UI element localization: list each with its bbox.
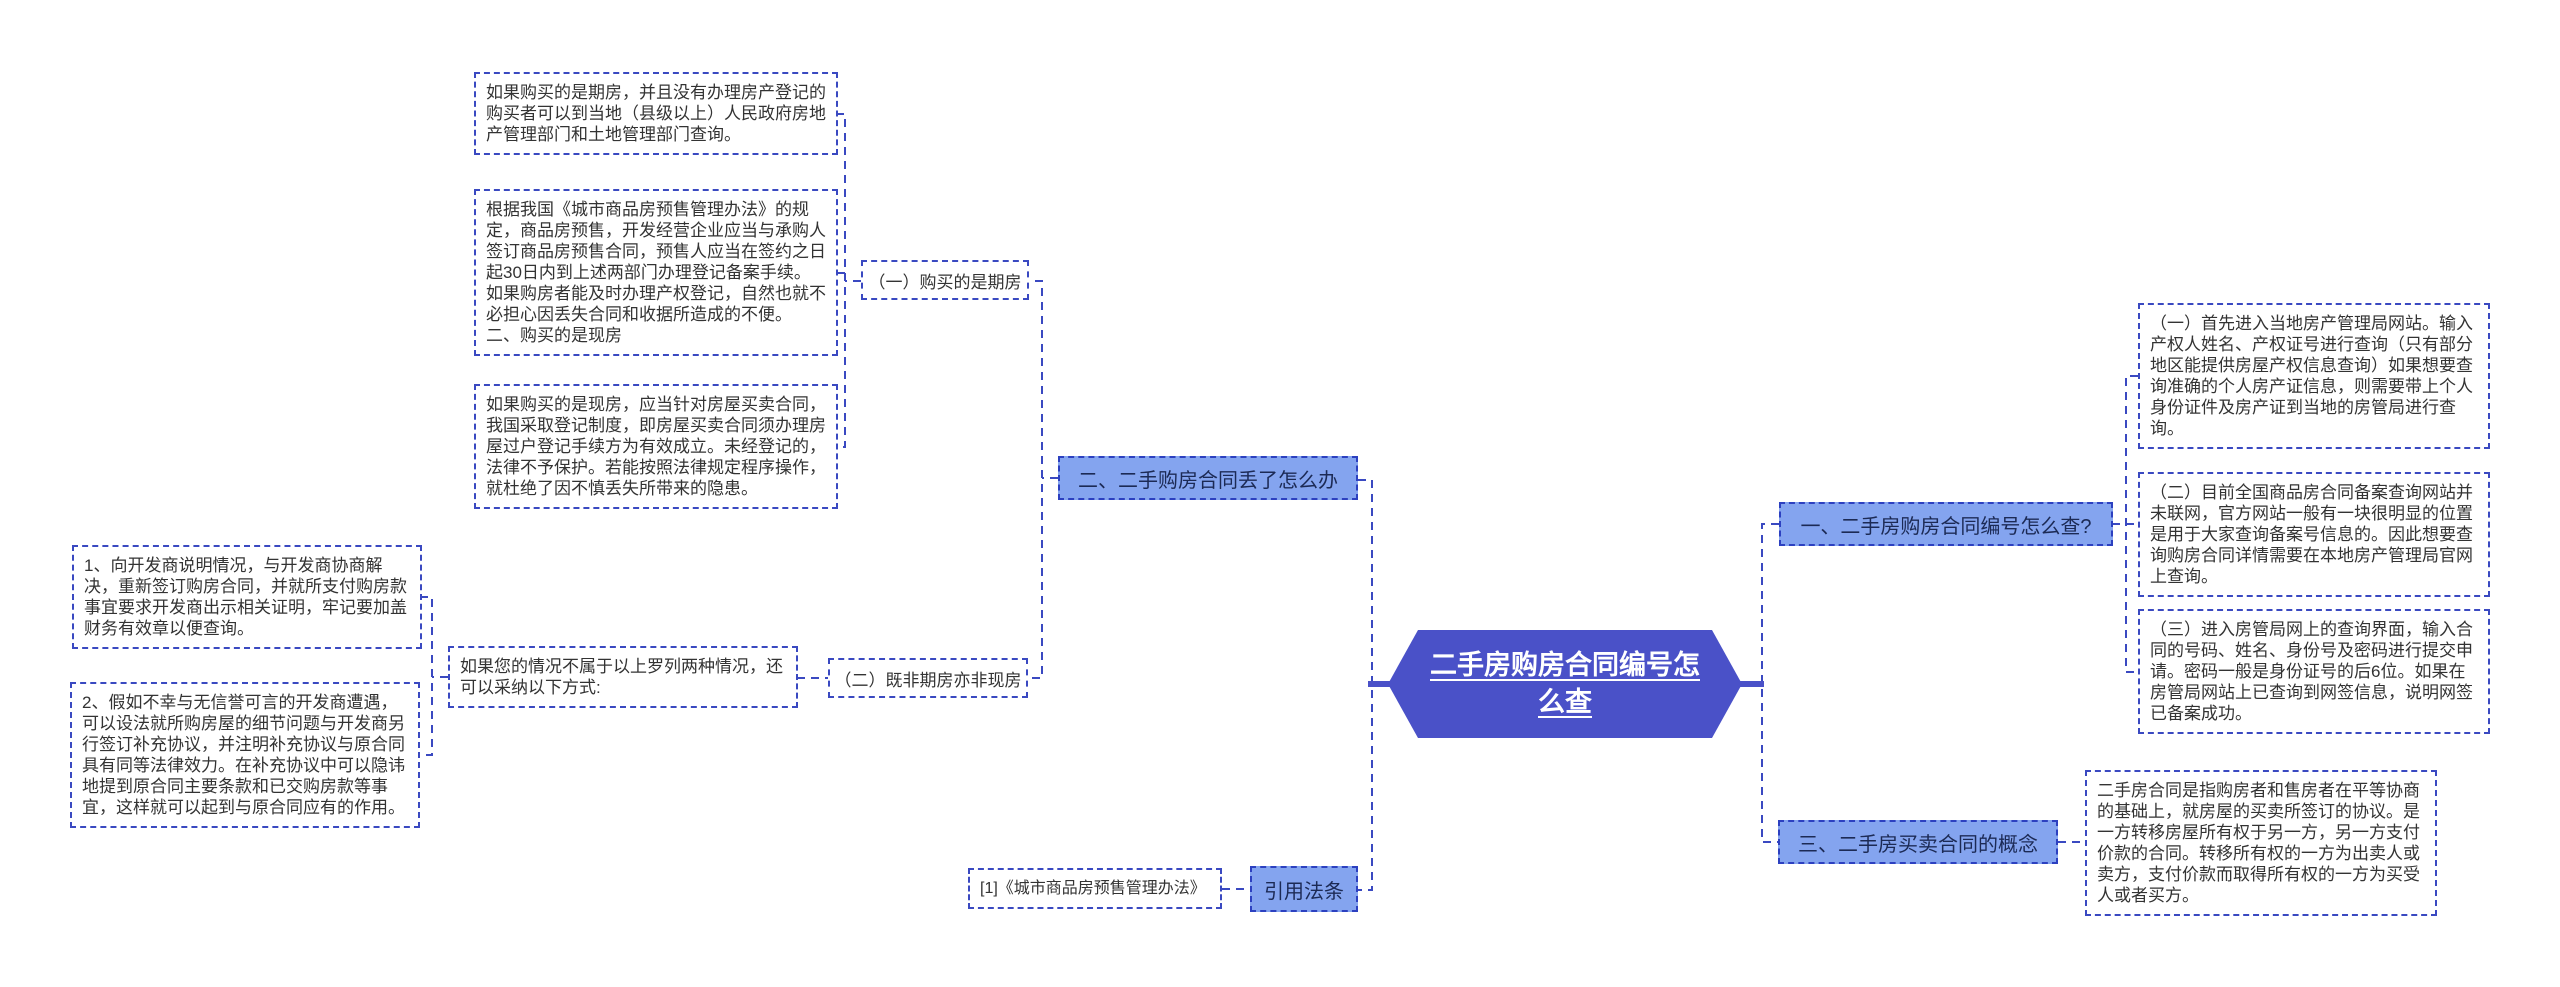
section-node-cited-laws[interactable]: 引用法条	[1250, 866, 1358, 912]
textbox-other-situations[interactable]: 如果您的情况不属于以上罗列两种情况，还可以采纳以下方式:	[448, 646, 798, 708]
connector-midleft-rail	[420, 596, 448, 756]
section-node-how-to-check[interactable]: 一、二手房购房合同编号怎么查?	[1779, 502, 2113, 546]
textbox-step-2-record-number[interactable]: （二）目前全国商品房合同备案查询网站并未联网，官方网站一般有一块很明显的位置是用…	[2138, 472, 2490, 597]
textbox-method-1-negotiate-developer[interactable]: 1、向开发商说明情况，与开发商协商解决，重新签订购房合同，并就所支付购房款事宜要…	[72, 545, 422, 649]
textbox-existing-house-registration[interactable]: 如果购买的是现房，应当针对房屋买卖合同，我国采取登记制度，即房屋买卖合同须办理房…	[474, 384, 838, 509]
textbox-step-3-submit-application[interactable]: （三）进入房管局网上的查询界面，输入合同的号码、姓名、身份号及密码进行提交申请。…	[2138, 609, 2490, 734]
textbox-step-1-website-query[interactable]: （一）首先进入当地房产管理局网站。输入产权人姓名、产权证号进行查询（只有部分地区…	[2138, 303, 2490, 449]
section-node-contract-concept[interactable]: 三、二手房买卖合同的概念	[1778, 820, 2058, 864]
textbox-secondhand-contract-definition[interactable]: 二手房合同是指购房者和售房者在平等协商的基础上，就房屋的买卖所签订的协议。是一方…	[2085, 770, 2437, 916]
textbox-presale-registration-query[interactable]: 如果购买的是期房，并且没有办理房产登记的购买者可以到当地（县级以上）人民政府房地…	[474, 72, 838, 155]
connector-left-main	[1358, 479, 1373, 891]
textbox-law-reference[interactable]: [1]《城市商品房预售管理办法》	[968, 868, 1222, 909]
textbox-presale-regulation[interactable]: 根据我国《城市商品房预售管理办法》的规定，商品房预售，开发经营企业应当与承购人签…	[474, 189, 838, 356]
subnode-neither-presale-nor-existing[interactable]: （二）既非期房亦非现房	[828, 658, 1028, 698]
connector-subqifang-rail	[836, 113, 861, 448]
connector-right-main	[1761, 523, 1779, 843]
connector-sec1-rail	[2112, 375, 2138, 673]
textbox-method-2-supplementary-agreement[interactable]: 2、假如不幸与无信誉可言的开发商遭遇，可以设法就所购房屋的细节问题与开发商另行签…	[70, 682, 420, 828]
center-topic-node[interactable]: 二手房购房合同编号怎么查	[1388, 630, 1742, 738]
connector-sec2-rail	[1027, 280, 1058, 679]
section-node-lost-contract[interactable]: 二、二手购房合同丢了怎么办	[1058, 456, 1358, 500]
subnode-bought-presale-house[interactable]: （一）购买的是期房	[861, 260, 1029, 300]
